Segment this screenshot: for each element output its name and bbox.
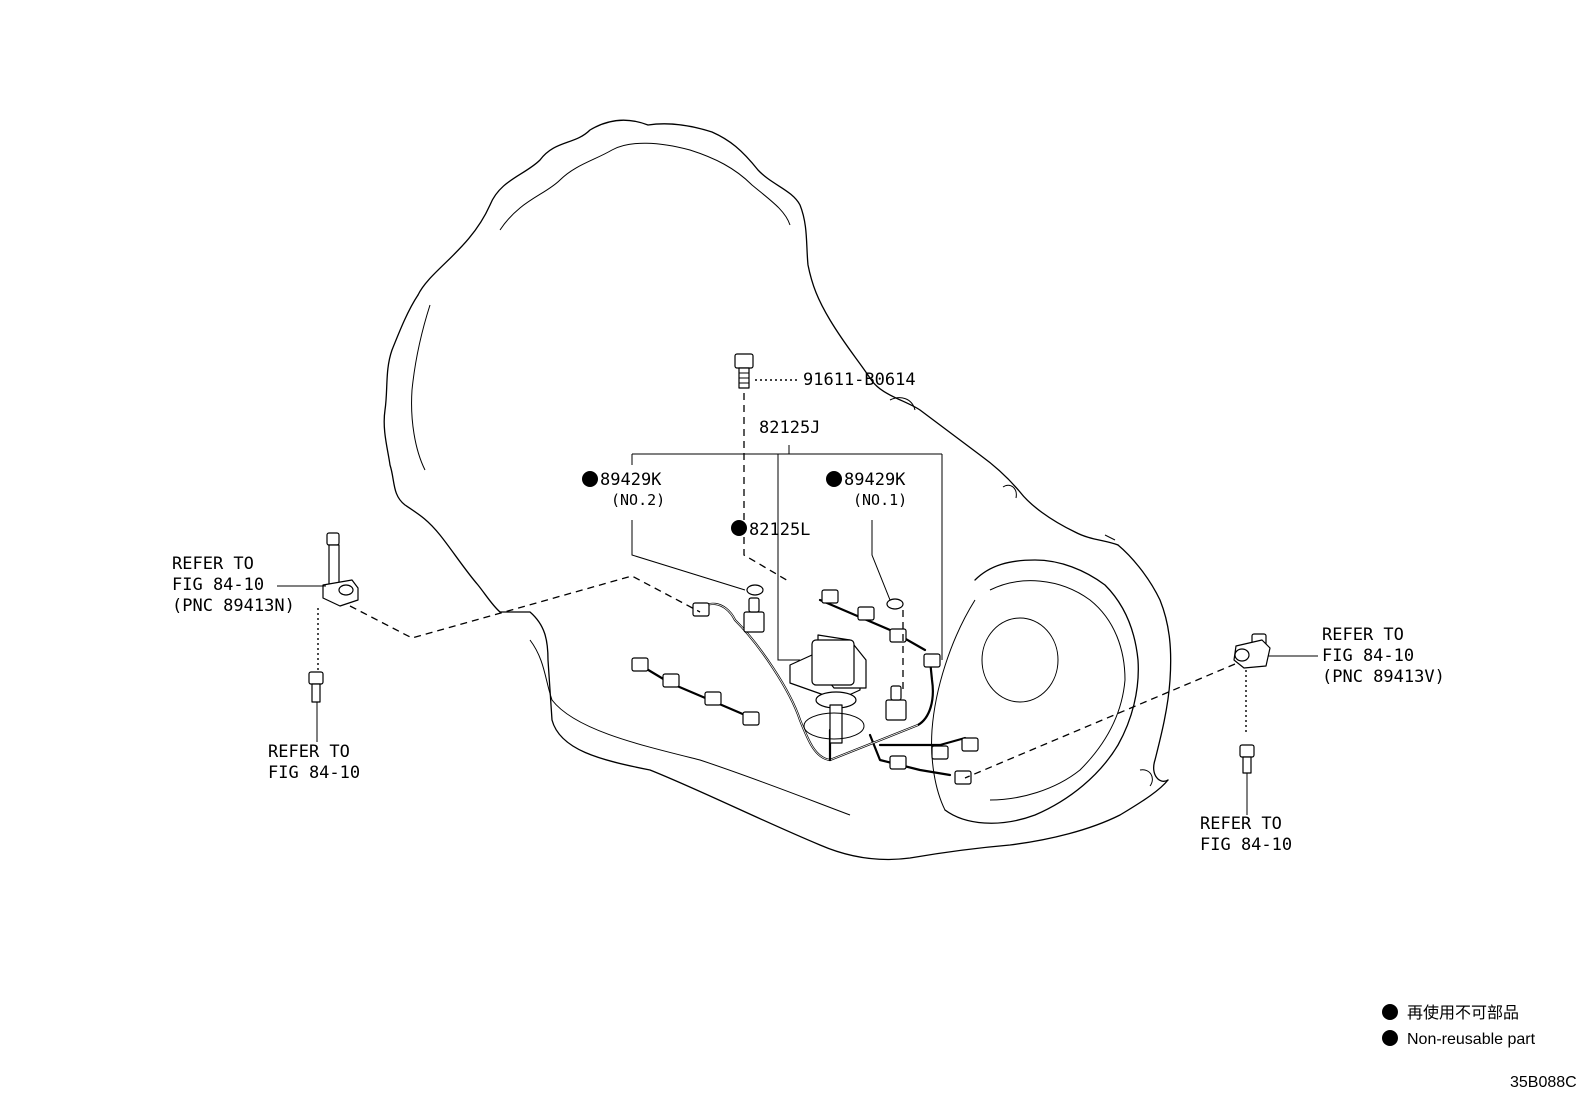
ref-right-sensor-line1: REFER TO — [1322, 625, 1404, 645]
non-reusable-mark — [731, 520, 747, 536]
ref-left-bolt-line1: REFER TO — [268, 742, 350, 762]
callout-seal-no1: 89429K — [844, 470, 906, 490]
callout-harness-82125j: 82125J — [759, 418, 820, 438]
ref-right-bolt-line1: REFER TO — [1200, 814, 1282, 834]
ref-left-sensor-line1: REFER TO — [172, 554, 254, 574]
connector — [821, 589, 839, 604]
transmission-case — [383, 119, 1172, 861]
connector — [889, 755, 907, 770]
legend: 再使用不可部品 Non-reusable part — [1382, 1004, 1536, 1048]
ref-left-sensor-line3: (PNC 89413N) — [172, 596, 295, 616]
callout-gasket-82125l: 82125L — [749, 520, 810, 540]
bolt-91611 — [734, 353, 754, 389]
connector — [889, 628, 907, 643]
non-reusable-mark — [826, 471, 842, 487]
connector — [857, 606, 875, 621]
leader-lines — [631, 445, 943, 690]
callout-seal-no2-note: (NO.2) — [611, 491, 665, 509]
bolt-left — [308, 671, 324, 703]
harness-pass-through-left — [743, 597, 765, 633]
non-reusable-mark — [582, 471, 598, 487]
connector — [961, 737, 979, 752]
connector — [662, 673, 680, 688]
o-ring-no2 — [746, 584, 764, 596]
legend-bullet-icon — [1382, 1030, 1398, 1046]
harness-pass-through-right — [885, 685, 907, 721]
ref-right-bolt-line2: FIG 84-10 — [1200, 835, 1292, 855]
ref-right-sensor-line2: FIG 84-10 — [1322, 646, 1414, 666]
connector — [923, 653, 941, 668]
ref-right-sensor-line3: (PNC 89413V) — [1322, 667, 1445, 687]
connector — [742, 711, 760, 726]
connector — [704, 691, 722, 706]
speed-sensor-right — [1233, 633, 1271, 669]
o-ring-no1 — [886, 598, 904, 610]
harness-connectors — [631, 589, 979, 785]
callout-bolt-91611: 91611-B0614 — [803, 370, 916, 390]
connector — [631, 657, 649, 672]
ref-left-sensor-line2: FIG 84-10 — [172, 575, 264, 595]
connector — [931, 745, 949, 760]
ref-left-bolt-line2: FIG 84-10 — [268, 763, 360, 783]
legend-japanese: 再使用不可部品 — [1407, 1004, 1519, 1022]
callout-seal-no2: 89429K — [600, 470, 662, 490]
callout-seal-no1-note: (NO.1) — [853, 491, 907, 509]
legend-english: Non-reusable part — [1407, 1031, 1536, 1048]
harness-bracket — [789, 634, 867, 744]
connector — [954, 770, 972, 785]
drawing-code: 35B088C — [1510, 1074, 1577, 1091]
bolt-right — [1239, 744, 1255, 774]
wire-harness — [638, 598, 967, 777]
speed-sensor-left — [322, 532, 359, 607]
connector — [692, 602, 710, 617]
legend-bullet-icon — [1382, 1004, 1398, 1020]
